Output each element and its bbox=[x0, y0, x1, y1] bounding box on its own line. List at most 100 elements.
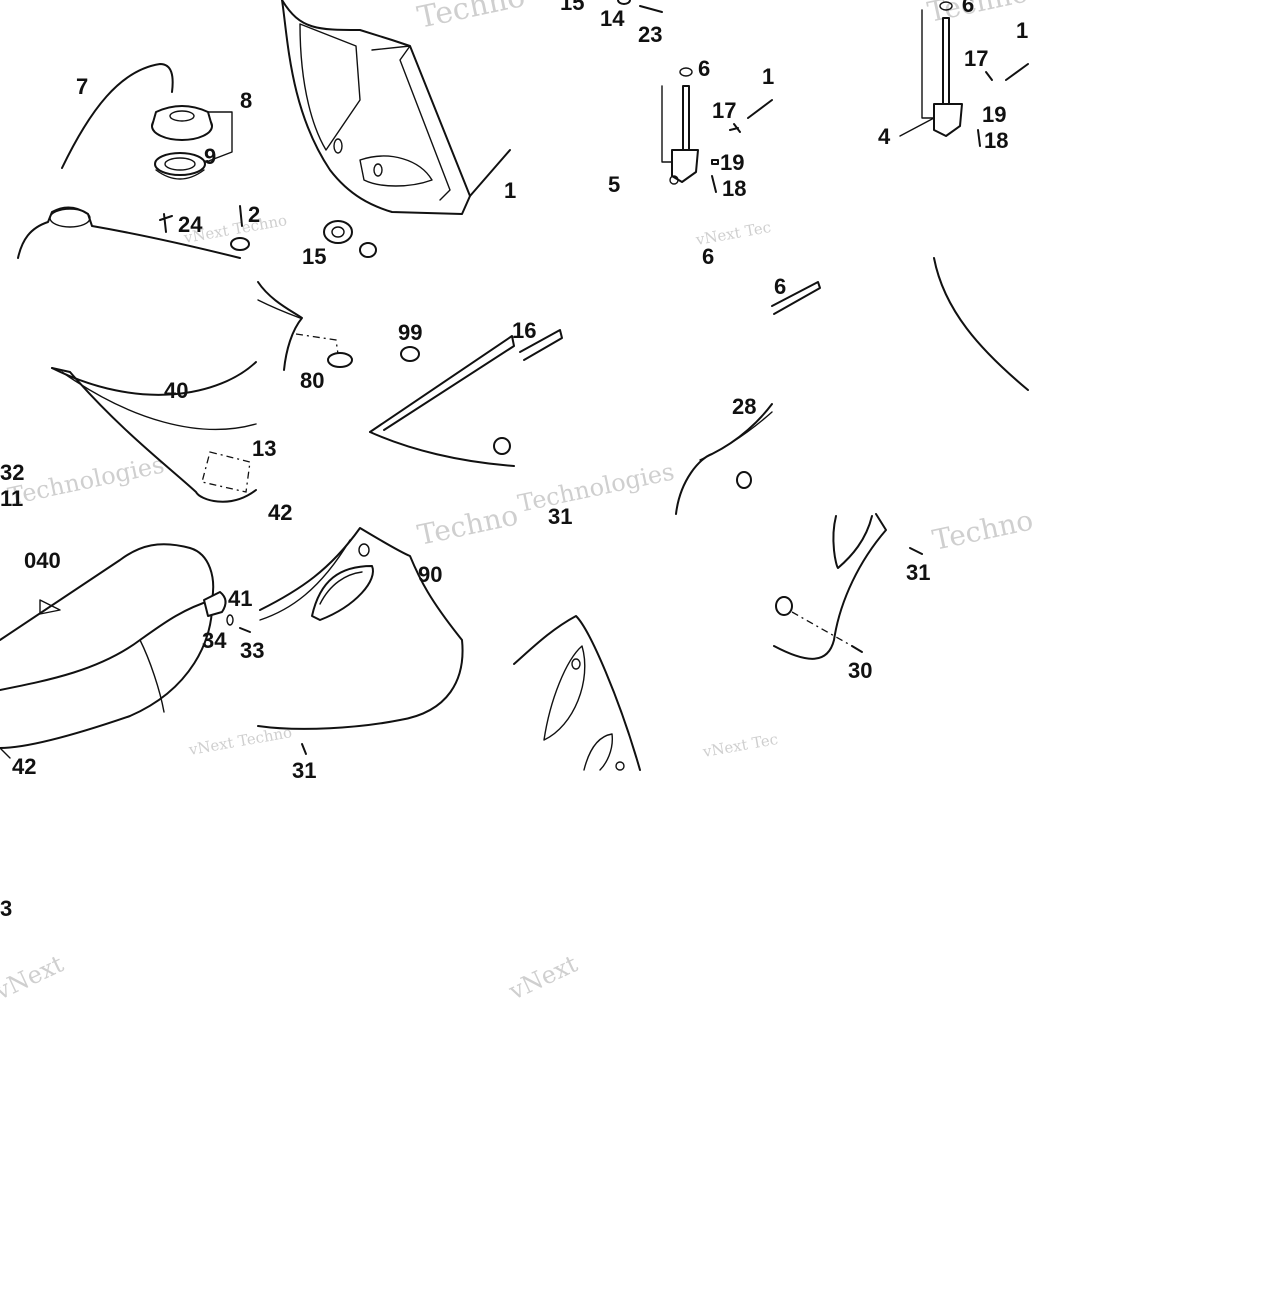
part-label: 99 bbox=[398, 320, 422, 345]
mount-hole bbox=[358, 543, 370, 557]
seat bbox=[0, 543, 215, 641]
grommet bbox=[775, 596, 793, 616]
hose bbox=[1005, 63, 1029, 81]
leader-line bbox=[899, 117, 935, 137]
side-panel-outline bbox=[281, 0, 471, 215]
side-cover-right-vent bbox=[543, 645, 586, 741]
seat-bracket bbox=[203, 591, 227, 617]
part-label: 24 bbox=[178, 212, 203, 237]
part-label: 5 bbox=[608, 172, 620, 197]
leader-line bbox=[0, 747, 11, 759]
part-label: 42 bbox=[268, 500, 292, 525]
watermark: Techno bbox=[415, 498, 521, 551]
grommet bbox=[230, 237, 250, 251]
side-cover bbox=[51, 361, 257, 396]
part-label: 1 bbox=[762, 64, 774, 89]
part-label: 2 bbox=[248, 202, 260, 227]
screw bbox=[977, 129, 981, 147]
rail-strip-edge bbox=[369, 431, 515, 467]
fuel-petcock bbox=[661, 67, 699, 185]
seat-panel bbox=[39, 599, 61, 615]
side-cover-fold bbox=[61, 371, 257, 431]
part-label: 6 bbox=[698, 56, 710, 81]
part-label: 32 bbox=[0, 460, 24, 485]
screw bbox=[301, 743, 307, 755]
mount-hole bbox=[571, 658, 581, 670]
part-label: 31 bbox=[548, 504, 572, 529]
grommet bbox=[226, 614, 234, 626]
number-plate-vent-inner bbox=[319, 571, 363, 605]
seat-base bbox=[0, 599, 214, 749]
part-label: 31 bbox=[906, 560, 930, 585]
bolt bbox=[851, 645, 863, 653]
side-panel-edge bbox=[371, 45, 451, 201]
part-label: 90 bbox=[418, 562, 442, 587]
part-label: 6 bbox=[774, 274, 786, 299]
part-label: 23 bbox=[638, 22, 662, 47]
tank-filler-neck bbox=[49, 208, 91, 228]
part-label: 41 bbox=[228, 586, 252, 611]
watermark: Techno bbox=[414, 0, 528, 36]
side-panel bbox=[281, 0, 511, 197]
fender-curve bbox=[933, 257, 1029, 391]
airbox-cover bbox=[257, 281, 303, 371]
leader-dashed bbox=[791, 611, 853, 647]
grommet bbox=[323, 220, 353, 244]
number-plate-edge bbox=[259, 539, 351, 621]
side-cover-right-vent bbox=[583, 733, 614, 771]
grommet bbox=[359, 242, 377, 258]
hose-clip bbox=[729, 123, 741, 133]
watermark: vNext bbox=[0, 950, 68, 1006]
plug bbox=[400, 346, 420, 362]
airbox-cover-inner bbox=[257, 299, 301, 319]
seat-panel bbox=[139, 639, 165, 713]
hose bbox=[747, 99, 773, 119]
bolt bbox=[639, 5, 663, 13]
part-label: 31 bbox=[292, 758, 316, 783]
part-label: 30 bbox=[848, 658, 872, 683]
side-number-plate bbox=[257, 527, 464, 730]
side-cover-left bbox=[832, 515, 873, 569]
fuel-petcock bbox=[921, 1, 963, 137]
rail-strip bbox=[519, 329, 563, 361]
part-label: 33 bbox=[240, 638, 264, 663]
part-label: 42 bbox=[12, 754, 36, 779]
bolt bbox=[159, 213, 173, 233]
watermark: Technologies bbox=[5, 450, 166, 510]
part-label: 80 bbox=[300, 368, 324, 393]
part-label: 18 bbox=[984, 128, 1008, 153]
leader-line bbox=[205, 111, 233, 163]
part-label: 6 bbox=[702, 244, 714, 269]
bolt bbox=[239, 205, 243, 227]
part-label: 1 bbox=[1016, 18, 1028, 43]
washer bbox=[617, 0, 631, 5]
watermark: Technologies bbox=[515, 457, 676, 517]
part-label: 34 bbox=[202, 628, 227, 653]
part-label: 19 bbox=[982, 102, 1006, 127]
part-label: 19 bbox=[720, 150, 744, 175]
part-label: 40 bbox=[164, 378, 188, 403]
part-label: 11 bbox=[0, 486, 23, 511]
watermark: vNext bbox=[504, 950, 582, 1006]
part-label: 3 bbox=[0, 896, 12, 921]
part-label: 17 bbox=[712, 98, 736, 123]
side-panel-inner bbox=[299, 23, 361, 151]
side-cover-right bbox=[513, 615, 641, 771]
part-label: 28 bbox=[732, 394, 756, 419]
bolt bbox=[239, 627, 251, 633]
number-plate-vent bbox=[311, 565, 374, 621]
fuel-hose bbox=[61, 63, 174, 169]
shroud bbox=[675, 403, 773, 515]
part-label: 13 bbox=[252, 436, 276, 461]
leader-dashed bbox=[295, 333, 339, 355]
mount-hole bbox=[373, 163, 383, 177]
screw bbox=[711, 175, 717, 193]
part-label: 8 bbox=[240, 88, 252, 113]
shroud-inner bbox=[699, 411, 773, 461]
side-panel-duct bbox=[359, 155, 433, 187]
grommet bbox=[736, 471, 752, 489]
side-cover-outline bbox=[51, 367, 257, 503]
hose-clip bbox=[985, 71, 993, 81]
